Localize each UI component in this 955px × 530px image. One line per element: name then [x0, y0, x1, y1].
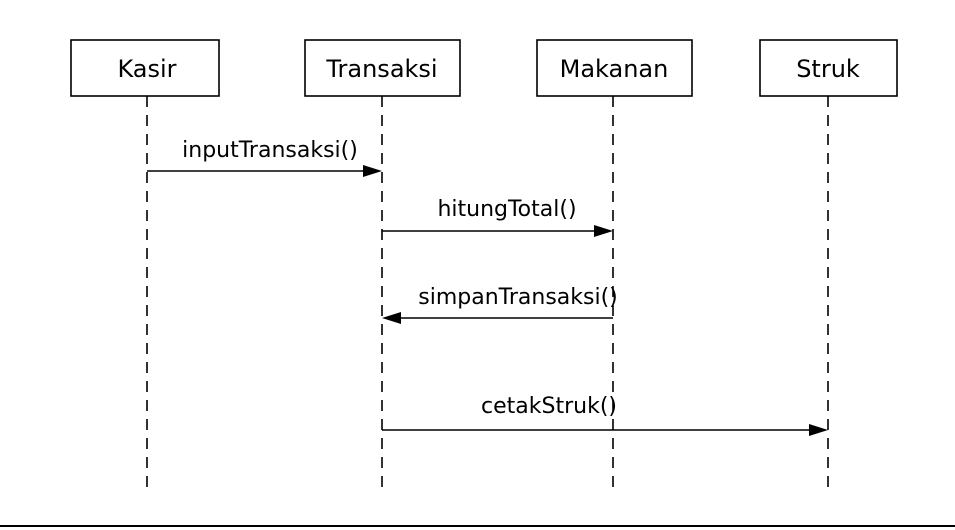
participant-box [304, 39, 461, 97]
participant-box [70, 39, 220, 97]
participant-box [536, 39, 693, 97]
message-label: hitungTotal() [437, 197, 576, 222]
participant-struk: Struk [759, 39, 898, 97]
participant-label: Struk [796, 55, 860, 83]
participant-kasir: Kasir [70, 39, 220, 97]
participant-label: Transaksi [325, 55, 437, 83]
participant-makanan: Makanan [536, 39, 693, 97]
message-cetak-struk: cetakStruk() [382, 394, 828, 436]
message-hitung-total: hitungTotal() [382, 197, 613, 237]
message-simpan-transaksi: simpanTransaksi() [382, 285, 618, 324]
arrowhead-right-icon [809, 424, 828, 436]
arrowhead-left-icon [382, 312, 401, 324]
message-label: cetakStruk() [481, 394, 617, 419]
message-label: inputTransaksi() [182, 138, 358, 163]
participant-label: Kasir [117, 55, 176, 83]
participant-box [759, 39, 898, 97]
participant-label: Makanan [560, 55, 669, 83]
message-input-transaksi: inputTransaksi() [147, 138, 382, 177]
participant-transaksi: Transaksi [304, 39, 461, 97]
message-label: simpanTransaksi() [418, 285, 618, 310]
arrowhead-right-icon [594, 225, 613, 237]
arrowhead-right-icon [363, 165, 382, 177]
